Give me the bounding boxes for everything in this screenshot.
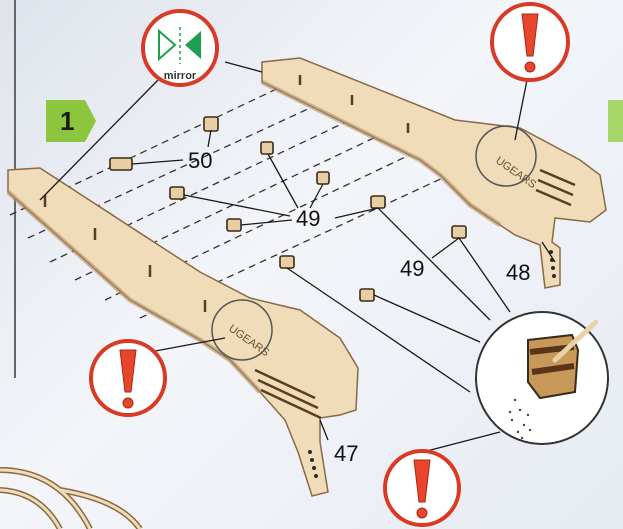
- peg-49-7: [452, 226, 466, 238]
- part-label-48: 48: [506, 260, 530, 286]
- peg-49-1: [204, 117, 218, 131]
- partial-wheel-face: [0, 470, 140, 529]
- warning-icon-bottom: [385, 451, 459, 525]
- peg-49-2: [261, 142, 273, 154]
- peg-49-9: [360, 289, 374, 301]
- peg-49-4: [170, 187, 184, 199]
- peg-50: [110, 158, 132, 170]
- mirror-label: mirror: [164, 70, 197, 82]
- part-label-50: 50: [188, 148, 212, 174]
- mirror-badge: mirror: [143, 11, 217, 85]
- warning-icon-left: [91, 341, 165, 415]
- peg-49-6: [371, 196, 385, 208]
- magnified-peg-detail: [476, 312, 608, 444]
- warning-icon-top-right: [492, 4, 568, 80]
- part-label-47: 47: [334, 441, 358, 467]
- peg-49-8: [280, 256, 294, 268]
- side-rail-48: [262, 58, 606, 288]
- peg-49-3: [317, 172, 329, 184]
- part-label-49-center: 49: [296, 206, 320, 232]
- part-label-49-right: 49: [400, 256, 424, 282]
- peg-49-5: [227, 219, 241, 231]
